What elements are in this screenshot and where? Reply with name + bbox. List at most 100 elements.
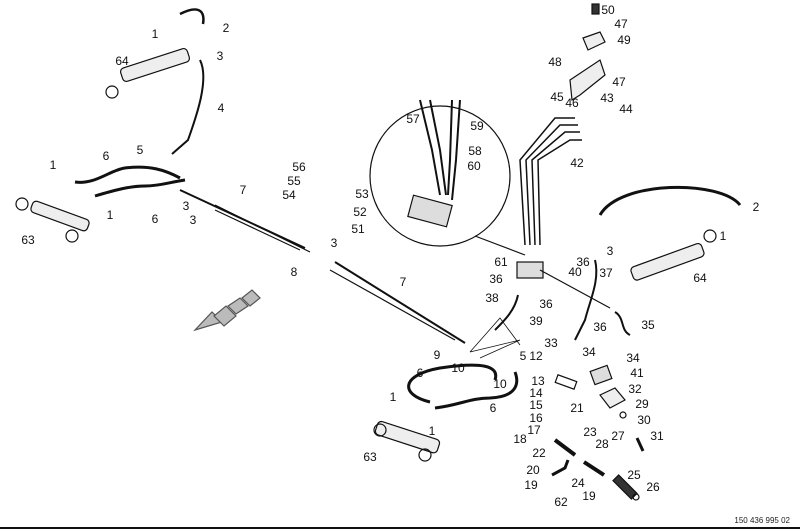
callout-label[interactable]: 19 <box>524 478 538 492</box>
callout-label[interactable]: 62 <box>554 495 568 509</box>
callout-label[interactable]: 36 <box>576 255 590 269</box>
callout-label[interactable]: 2 <box>752 200 760 214</box>
callout-label[interactable]: 36 <box>539 297 553 311</box>
callout-label[interactable]: 3 <box>182 199 190 213</box>
callout-label[interactable]: 23 <box>583 425 597 439</box>
callout-label[interactable]: 38 <box>485 291 499 305</box>
callout-label[interactable]: 12 <box>529 349 543 363</box>
callout-label[interactable]: 10 <box>493 377 507 391</box>
callout-label[interactable]: 1 <box>389 390 397 404</box>
callout-label[interactable]: 39 <box>529 314 543 328</box>
callout-label[interactable]: 46 <box>565 96 579 110</box>
callout-label[interactable]: 6 <box>151 212 159 226</box>
callout-label[interactable]: 60 <box>467 159 481 173</box>
part-41 <box>589 364 613 386</box>
callout-label[interactable]: 63 <box>363 450 377 464</box>
callout-label[interactable]: 5 <box>519 349 527 363</box>
callout-label[interactable]: 37 <box>599 266 613 280</box>
callout-label[interactable]: 57 <box>406 112 420 126</box>
callout-label[interactable]: 25 <box>627 468 641 482</box>
callout-label[interactable]: 55 <box>287 174 301 188</box>
callout-label[interactable]: 15 <box>529 398 543 412</box>
callout-label[interactable]: 6 <box>489 401 497 415</box>
hose-6-left-lower <box>94 178 186 198</box>
pipe-8 <box>214 204 311 253</box>
callout-label[interactable]: 64 <box>693 271 707 285</box>
callout-label[interactable]: 3 <box>189 213 197 227</box>
callout-label[interactable]: 53 <box>355 187 369 201</box>
valve-block-detail <box>407 194 453 228</box>
callout-label[interactable]: 31 <box>650 429 664 443</box>
callout-label[interactable]: 43 <box>600 91 614 105</box>
callout-label[interactable]: 7 <box>399 275 407 289</box>
valve-block-61 <box>516 261 544 279</box>
callout-label[interactable]: 29 <box>635 397 649 411</box>
callout-label[interactable]: 1 <box>106 208 114 222</box>
callout-label[interactable]: 4 <box>217 101 225 115</box>
part-24 <box>582 460 606 477</box>
callout-label[interactable]: 54 <box>282 188 296 202</box>
callout-label[interactable]: 52 <box>353 205 367 219</box>
callout-label[interactable]: 34 <box>582 345 596 359</box>
callout-label[interactable]: 47 <box>612 75 626 89</box>
callout-label[interactable]: 9 <box>433 348 441 362</box>
callout-label[interactable]: 42 <box>570 156 584 170</box>
callout-label[interactable]: 6 <box>416 366 424 380</box>
callout-label[interactable]: 48 <box>548 55 562 69</box>
callout-label[interactable]: 58 <box>468 144 482 158</box>
plate-49 <box>582 31 606 51</box>
direction-arrow-icon <box>193 289 261 332</box>
callout-label[interactable]: 44 <box>619 102 633 116</box>
callout-label[interactable]: 1 <box>428 424 436 438</box>
callout-label[interactable]: 2 <box>222 21 230 35</box>
callout-label[interactable]: 50 <box>601 3 615 17</box>
callout-label[interactable]: 22 <box>532 446 546 460</box>
callout-label[interactable]: 6 <box>102 149 110 163</box>
callout-label[interactable]: 35 <box>641 318 655 332</box>
washer-29 <box>619 411 627 419</box>
callout-label[interactable]: 32 <box>628 382 642 396</box>
callout-label[interactable]: 59 <box>470 119 484 133</box>
callout-label[interactable]: 33 <box>544 336 558 350</box>
callout-label[interactable]: 64 <box>115 54 129 68</box>
callout-label[interactable]: 3 <box>330 236 338 250</box>
callout-label[interactable]: 30 <box>637 413 651 427</box>
callout-label[interactable]: 47 <box>614 17 628 31</box>
callout-label[interactable]: 21 <box>570 401 584 415</box>
callout-label[interactable]: 40 <box>568 265 582 279</box>
callout-label[interactable]: 3 <box>216 49 224 63</box>
callout-label[interactable]: 13 <box>531 374 545 388</box>
callout-label[interactable]: 3 <box>606 244 614 258</box>
callout-label[interactable]: 36 <box>593 320 607 334</box>
callout-label[interactable]: 61 <box>494 255 508 269</box>
callout-label[interactable]: 5 <box>136 143 144 157</box>
callout-label[interactable]: 26 <box>646 480 660 494</box>
callout-label[interactable]: 7 <box>239 183 247 197</box>
pipe-bundle <box>519 117 582 246</box>
callout-label[interactable]: 36 <box>489 272 503 286</box>
callout-label[interactable]: 18 <box>513 432 527 446</box>
callout-label[interactable]: 17 <box>527 423 541 437</box>
callout-label[interactable]: 19 <box>582 489 596 503</box>
callout-label[interactable]: 63 <box>21 233 35 247</box>
callout-label[interactable]: 49 <box>617 33 631 47</box>
callout-label[interactable]: 1 <box>151 27 159 41</box>
callout-label[interactable]: 1 <box>719 229 727 243</box>
valve-hoses-detail <box>419 99 461 201</box>
callout-label[interactable]: 45 <box>550 90 564 104</box>
callout-label[interactable]: 16 <box>529 411 543 425</box>
callout-label[interactable]: 1 <box>49 158 57 172</box>
callout-label[interactable]: 8 <box>290 265 298 279</box>
callout-label[interactable]: 34 <box>626 351 640 365</box>
callout-label[interactable]: 56 <box>292 160 306 174</box>
callout-label[interactable]: 27 <box>611 429 625 443</box>
callout-label[interactable]: 24 <box>571 476 585 490</box>
callout-label[interactable]: 28 <box>595 437 609 451</box>
drawing-number: 150 436 995 02 <box>734 516 790 525</box>
callout-label[interactable]: 10 <box>451 361 465 375</box>
callout-label[interactable]: 14 <box>529 386 543 400</box>
callout-label[interactable]: 20 <box>526 463 540 477</box>
callout-label[interactable]: 41 <box>630 366 644 380</box>
callout-label[interactable]: 51 <box>351 222 365 236</box>
